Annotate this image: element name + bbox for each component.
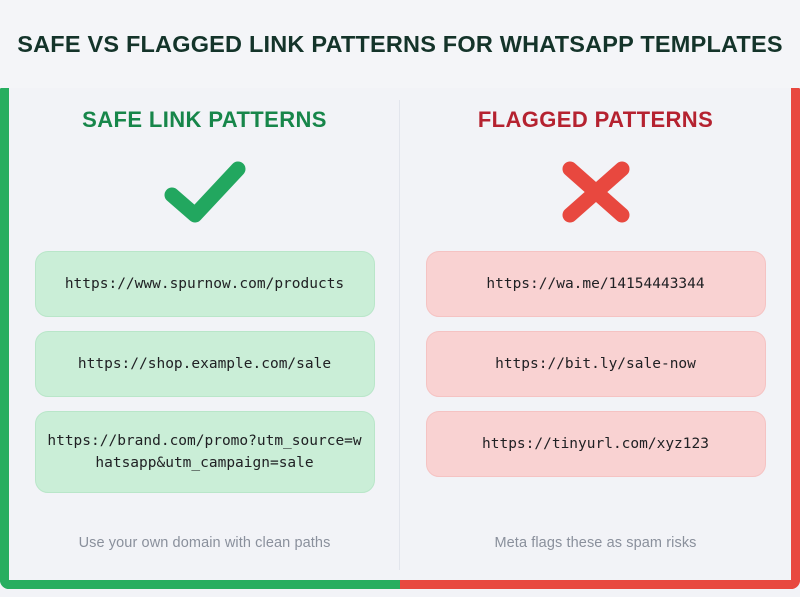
flagged-url-item[interactable]: https://bit.ly/sale-now [425, 331, 766, 397]
safe-accent-bar-left [0, 88, 9, 589]
comparison-columns: SAFE LINK PATTERNS https://www.spurnow.c… [9, 88, 791, 581]
check-mark-icon [164, 147, 246, 237]
title-bar: SAFE VS FLAGGED LINK PATTERNS FOR WHATSA… [0, 0, 800, 88]
flagged-accent-bar-right [791, 88, 800, 589]
safe-url-item[interactable]: https://shop.example.com/sale [34, 331, 375, 397]
safe-column-caption: Use your own domain with clean paths [78, 535, 331, 551]
safe-url-list: https://www.spurnow.com/products https:/… [34, 251, 375, 493]
flagged-column-caption: Meta flags these as spam risks [494, 535, 697, 551]
safe-url-item[interactable]: https://www.spurnow.com/products [34, 251, 375, 317]
flagged-url-item[interactable]: https://tinyurl.com/xyz123 [425, 411, 766, 477]
page-title: SAFE VS FLAGGED LINK PATTERNS FOR WHATSA… [17, 30, 783, 57]
safe-accent-bar-bottom [0, 580, 400, 589]
flagged-url-item[interactable]: https://wa.me/14154443344 [425, 251, 766, 317]
flagged-column-header: FLAGGED PATTERNS [477, 107, 714, 132]
flagged-accent-bar-bottom [400, 580, 800, 589]
safe-url-item[interactable]: https://brand.com/promo?utm_source=whats… [34, 411, 375, 493]
column-divider [399, 100, 400, 570]
safe-column: SAFE LINK PATTERNS https://www.spurnow.c… [9, 88, 400, 581]
safe-column-header: SAFE LINK PATTERNS [82, 107, 327, 132]
flagged-url-list: https://wa.me/14154443344 https://bit.ly… [425, 251, 766, 477]
cross-mark-icon [560, 147, 632, 237]
flagged-column: FLAGGED PATTERNS https://wa.me/141544433… [400, 88, 791, 581]
